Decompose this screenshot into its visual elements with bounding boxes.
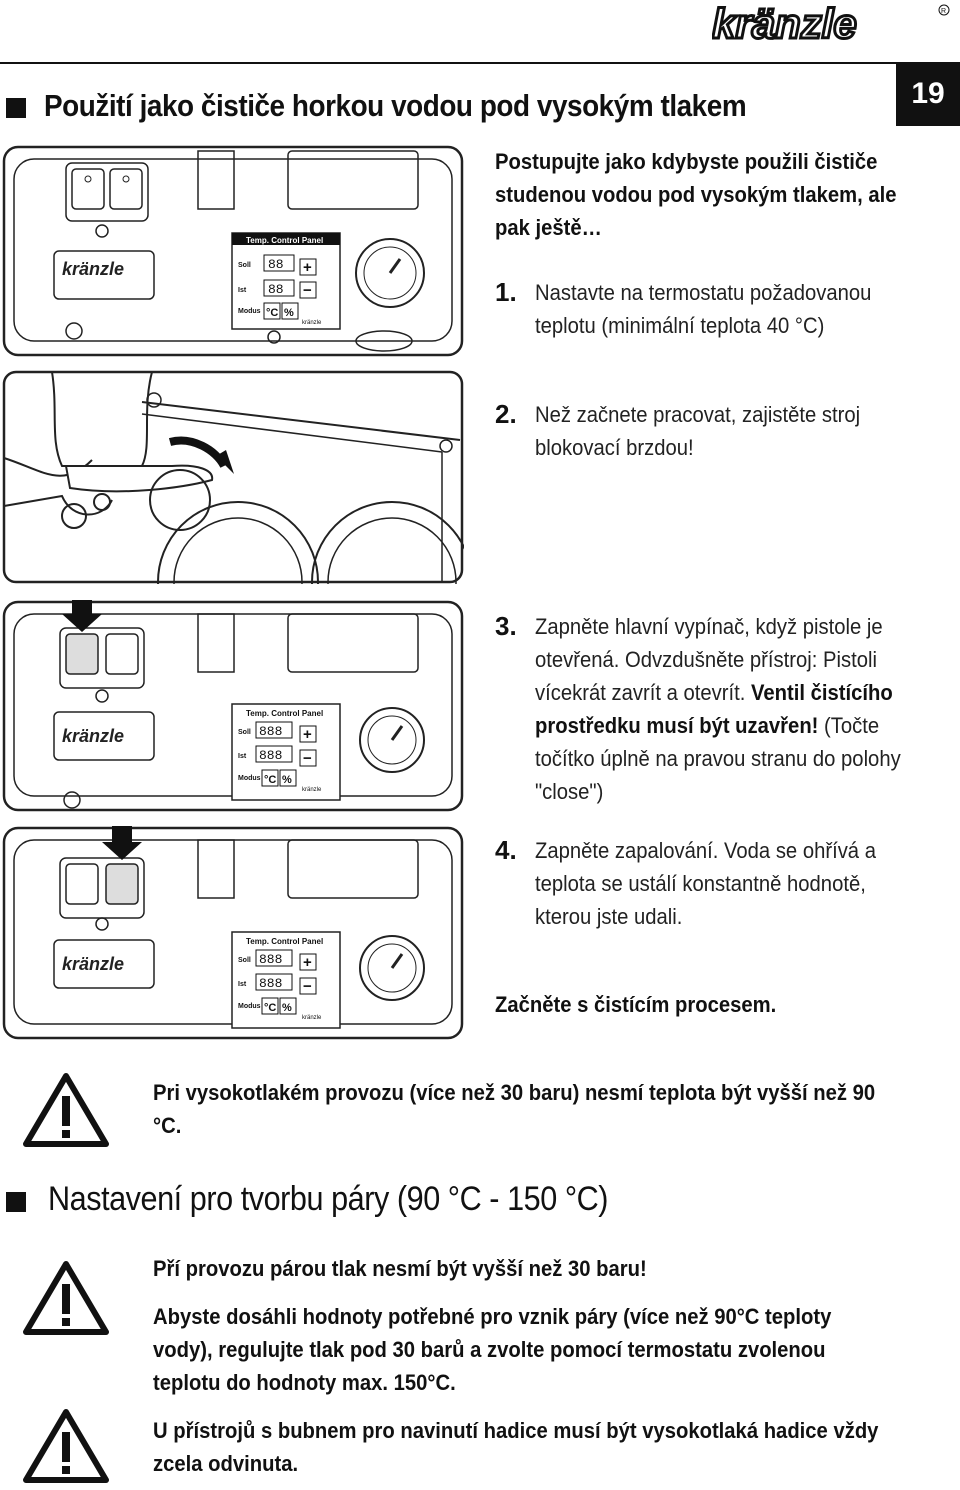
warning-hose-reel: U přístrojů s bubnem pro navinutí hadice… bbox=[153, 1418, 879, 1476]
svg-text:Soll: Soll bbox=[238, 729, 251, 736]
kranzle-logo: kränzle R bbox=[712, 4, 952, 44]
svg-text:R: R bbox=[941, 8, 946, 15]
start-cleaning-text: Začněte s čistícím procesem. bbox=[495, 992, 777, 1017]
section-bullet bbox=[6, 98, 26, 118]
svg-text:Ist: Ist bbox=[238, 981, 247, 988]
svg-text:Modus: Modus bbox=[238, 775, 261, 782]
down-arrow-icon bbox=[102, 826, 142, 860]
svg-text:888: 888 bbox=[259, 748, 282, 763]
svg-text:−: − bbox=[303, 282, 312, 299]
svg-text:°C: °C bbox=[264, 1002, 276, 1014]
intro-text: Postupujte jako kdybyste použili čističe… bbox=[495, 149, 897, 240]
svg-text:Ist: Ist bbox=[238, 753, 247, 760]
panel-modus-label: Modus bbox=[238, 308, 261, 315]
section-bullet bbox=[6, 1192, 26, 1212]
panel-soll-label: Soll bbox=[238, 262, 251, 269]
svg-text:Temp. Control Panel: Temp. Control Panel bbox=[246, 709, 323, 718]
header-rule bbox=[0, 62, 896, 64]
brake-illustration bbox=[2, 370, 464, 584]
svg-text:88: 88 bbox=[268, 282, 284, 297]
svg-text:°C: °C bbox=[264, 774, 276, 786]
svg-text:+: + bbox=[303, 954, 312, 971]
svg-text:%: % bbox=[282, 774, 292, 786]
svg-text:−: − bbox=[303, 978, 312, 995]
svg-text:+: + bbox=[303, 259, 312, 276]
svg-text:kränzle: kränzle bbox=[62, 726, 124, 746]
svg-text:Modus: Modus bbox=[238, 1003, 261, 1010]
warning-triangle-icon bbox=[22, 1072, 110, 1148]
svg-text:888: 888 bbox=[259, 976, 282, 991]
warning-steam-pressure: Pří provozu párou tlak nesmí být vyšší n… bbox=[153, 1256, 647, 1281]
section-title-hot-water: Použití jako čističe horkou vodou pod vy… bbox=[44, 88, 747, 123]
warning-steam-temperature: Abyste dosáhli hodnoty potřebné pro vzni… bbox=[153, 1304, 832, 1395]
svg-text:kränzle: kränzle bbox=[302, 787, 322, 793]
panel-brand: kränzle bbox=[62, 259, 124, 279]
panel-ist-label: Ist bbox=[238, 287, 247, 294]
svg-text:°C: °C bbox=[266, 307, 278, 319]
down-arrow-icon bbox=[62, 600, 102, 632]
svg-text:888: 888 bbox=[259, 724, 282, 739]
svg-text:88: 88 bbox=[268, 257, 284, 272]
control-panel-illustration-ignition: kränzle Temp. Control Panel Soll Ist Mod… bbox=[2, 826, 464, 1040]
svg-text:Temp. Control Panel: Temp. Control Panel bbox=[246, 937, 323, 946]
svg-text:−: − bbox=[303, 750, 312, 767]
svg-text:+: + bbox=[303, 726, 312, 743]
svg-text:kränzle: kränzle bbox=[62, 954, 124, 974]
page-number: 19 bbox=[896, 62, 960, 126]
warning-triangle-icon bbox=[22, 1408, 110, 1484]
control-panel-illustration-main-switch: kränzle Temp. Control Panel Soll Ist Mod… bbox=[2, 600, 464, 812]
svg-text:%: % bbox=[284, 307, 294, 319]
svg-text:%: % bbox=[282, 1002, 292, 1014]
svg-text:Soll: Soll bbox=[238, 957, 251, 964]
panel-title: Temp. Control Panel bbox=[246, 236, 323, 245]
svg-text:888: 888 bbox=[259, 952, 282, 967]
warning-high-pressure: Pri vysokotlakém provozu (více než 30 ba… bbox=[153, 1080, 876, 1138]
svg-text:kränzle: kränzle bbox=[302, 1015, 322, 1021]
section-title-steam: Nastavení pro tvorbu páry (90 °C - 150 °… bbox=[48, 1180, 609, 1218]
logo-text: kränzle bbox=[712, 4, 857, 44]
warning-triangle-icon bbox=[22, 1260, 110, 1336]
svg-text:kränzle: kränzle bbox=[302, 320, 322, 326]
control-panel-illustration-1: kränzle Temp. Control Panel Soll Ist Mod… bbox=[2, 145, 464, 357]
